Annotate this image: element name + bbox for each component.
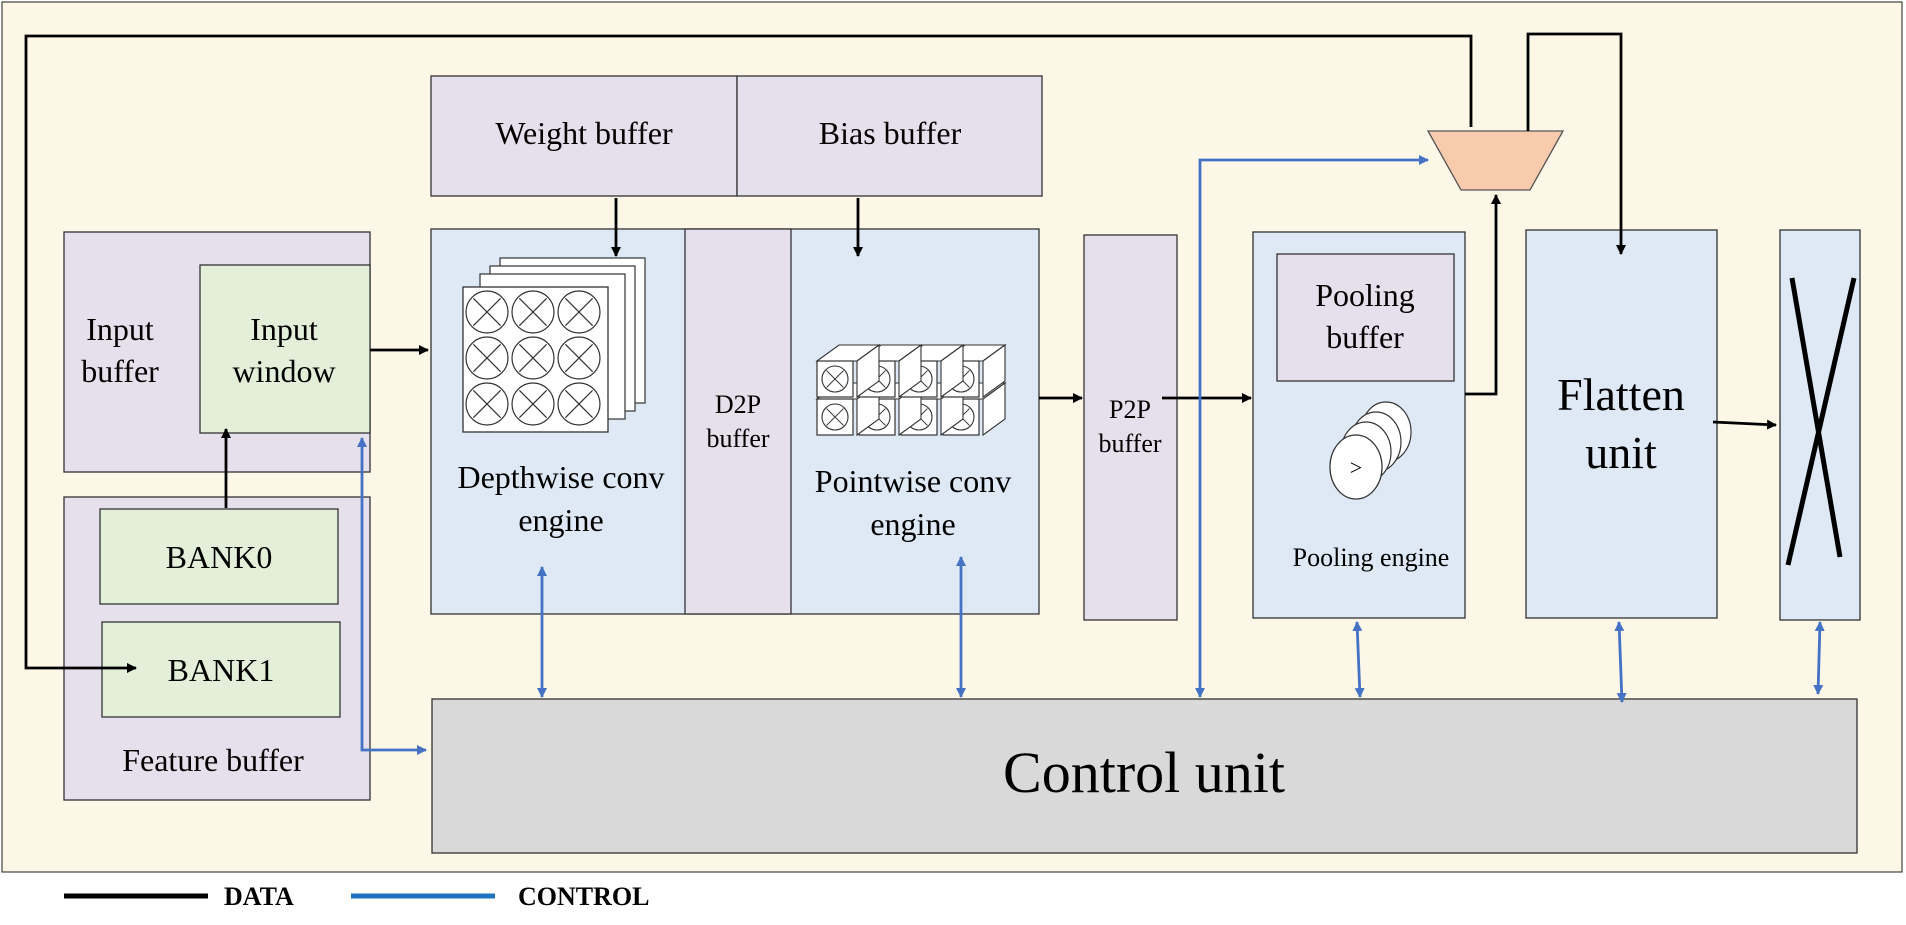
data-path-pooling-to-mux — [1465, 194, 1501, 396]
control-unit-block — [431, 698, 1858, 854]
multiplier-icon — [465, 290, 509, 334]
comparator-symbol: > — [1350, 455, 1362, 480]
control-path-output — [1813, 621, 1825, 695]
control-path-input-window — [357, 437, 427, 755]
multiplexer-icon — [1426, 130, 1565, 191]
weight-buffer-label: Weight buffer — [495, 115, 673, 151]
pooling-engine-label: Pooling engine — [1293, 543, 1450, 572]
flatten-unit-block — [1525, 229, 1718, 619]
multiplier-icon — [511, 336, 555, 380]
pooling-buffer-label-line1: Pooling — [1315, 277, 1415, 313]
flatten-unit-label-line2: unit — [1585, 427, 1657, 478]
d2p-buffer-block — [684, 228, 792, 615]
input-buffer-label-line2: buffer — [81, 353, 159, 389]
control-paths — [357, 155, 1825, 755]
input-window-label-line1: Input — [250, 311, 318, 347]
depthwise-engine-label-line1: Depthwise conv — [457, 459, 664, 495]
multiplier-icon — [511, 382, 555, 426]
bank0-block — [99, 508, 339, 605]
bank1-block — [101, 621, 341, 718]
control-path-flatten — [1614, 621, 1627, 703]
input-window-block — [199, 264, 371, 434]
cross-icon — [1785, 277, 1857, 566]
multiplier-icon — [557, 290, 601, 334]
legend-control-label: CONTROL — [518, 882, 649, 911]
depthwise-engine-label-line2: engine — [518, 502, 603, 538]
depthwise-multiplier-grid-icon — [462, 257, 646, 433]
multiplier-icon — [557, 382, 601, 426]
p2p-buffer-block — [1083, 234, 1178, 621]
multiplier-icon — [465, 336, 509, 380]
bias-buffer-label: Bias buffer — [819, 115, 962, 151]
data-path-feedback-to-bank1 — [24, 34, 1473, 673]
input-window-label-line2: window — [232, 353, 335, 389]
flatten-unit-label-line1: Flatten — [1557, 369, 1685, 420]
legend: DATA CONTROL — [64, 882, 649, 911]
data-path-flatten-to-output — [1712, 419, 1777, 430]
data-path-mux-to-flatten — [1526, 32, 1626, 255]
pooling-buffer-block — [1276, 253, 1455, 382]
multiplier-icon — [511, 290, 555, 334]
bias-buffer-block — [736, 75, 1043, 197]
control-path-pooling — [1352, 621, 1365, 698]
pointwise-engine-label-line2: engine — [870, 506, 955, 542]
p2p-buffer-label-line2: buffer — [1098, 429, 1161, 458]
legend-data-label: DATA — [224, 882, 294, 911]
input-buffer-label-line1: Input — [86, 311, 154, 347]
bank0-label: BANK0 — [166, 539, 273, 575]
multiplier-icon — [557, 336, 601, 380]
pooling-buffer-label-line2: buffer — [1326, 319, 1404, 355]
feature-buffer-label: Feature buffer — [122, 742, 304, 778]
d2p-buffer-label-line1: D2P — [715, 390, 761, 419]
pointwise-cube-icon — [815, 343, 881, 399]
weight-buffer-block — [430, 75, 738, 197]
control-path-mux — [1195, 155, 1429, 698]
bank1-label: BANK1 — [168, 652, 275, 688]
d2p-buffer-label-line2: buffer — [706, 424, 769, 453]
multiplier-icon — [465, 382, 509, 426]
control-unit-label: Control unit — [1003, 740, 1285, 805]
p2p-buffer-label-line1: P2P — [1109, 395, 1151, 424]
pointwise-engine-label-line1: Pointwise conv — [815, 463, 1011, 499]
pointwise-multiplier-array-icon — [815, 343, 1007, 437]
